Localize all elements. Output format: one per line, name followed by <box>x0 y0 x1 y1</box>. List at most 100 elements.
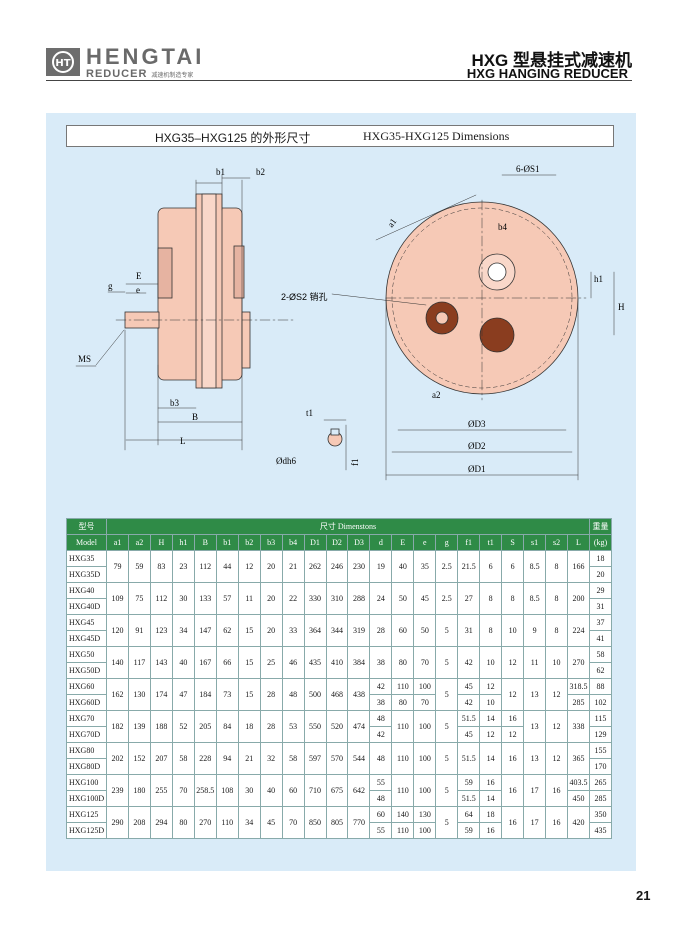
value-cell: 12 <box>545 710 569 743</box>
value-cell: 45 <box>457 726 481 743</box>
weight-cell: 29 <box>588 582 613 599</box>
value-cell: 5 <box>435 710 459 743</box>
value-cell: 45 <box>413 582 437 615</box>
weight-cell: 37 <box>588 614 613 631</box>
value-cell: 48 <box>281 678 305 711</box>
model-cell: HXG70D <box>66 726 107 743</box>
value-cell: 5 <box>435 646 459 679</box>
value-cell: 17 <box>523 806 547 839</box>
column-header: f1 <box>457 534 481 551</box>
value-cell: 2.5 <box>435 582 459 615</box>
value-cell: 21 <box>281 550 305 583</box>
shaft-section <box>323 419 347 471</box>
value-cell: 140 <box>391 806 415 823</box>
value-cell: 48 <box>369 742 393 775</box>
value-cell: 188 <box>149 710 173 743</box>
value-cell: 338 <box>567 710 590 743</box>
value-cell: 60 <box>281 774 305 807</box>
svg-text:HT: HT <box>55 58 70 69</box>
column-header: E <box>391 534 415 551</box>
value-cell: 184 <box>193 678 217 711</box>
value-cell: 330 <box>303 582 327 615</box>
value-cell: 28 <box>259 710 283 743</box>
weight-cell: 20 <box>588 566 613 583</box>
side-view <box>75 174 297 451</box>
section-title-cn: HXG35–HXG125 的外形尺寸 <box>155 131 311 145</box>
value-cell: 108 <box>215 774 239 807</box>
value-cell: 42 <box>369 678 393 695</box>
column-header: b2 <box>237 534 261 551</box>
table-header-row-1: 型号 尺寸 Dimenstons 重量 <box>66 518 613 535</box>
value-cell: 80 <box>171 806 195 839</box>
value-cell: 162 <box>106 678 129 711</box>
value-cell: 675 <box>325 774 349 807</box>
value-cell: 364 <box>303 614 327 647</box>
value-cell: 288 <box>347 582 371 615</box>
value-cell: 12 <box>545 678 569 711</box>
model-cell: HXG35 <box>66 550 107 567</box>
value-cell: 17 <box>523 774 547 807</box>
value-cell: 11 <box>523 646 547 679</box>
model-cell: HXG50D <box>66 662 107 679</box>
value-cell: 110 <box>391 678 415 695</box>
value-cell: 51.5 <box>457 742 481 775</box>
value-cell: 52 <box>171 710 195 743</box>
value-cell: 38 <box>369 694 393 711</box>
model-cell: HXG45 <box>66 614 107 631</box>
value-cell: 5 <box>435 742 459 775</box>
value-cell: 21 <box>237 742 261 775</box>
value-cell: 6 <box>479 550 503 583</box>
value-cell: 174 <box>149 678 173 711</box>
value-cell: 5 <box>435 774 459 807</box>
label-6-S1: 6-ØS1 <box>516 164 540 174</box>
header-weight-unit: (kg) <box>588 534 613 551</box>
weight-cell: 102 <box>588 694 613 711</box>
value-cell: 8 <box>479 582 503 615</box>
value-cell: 28 <box>259 678 283 711</box>
column-header: d <box>369 534 393 551</box>
weight-cell: 18 <box>588 550 613 567</box>
model-cell: HXG50 <box>66 646 107 663</box>
value-cell: 262 <box>303 550 327 583</box>
value-cell: 16 <box>501 806 525 839</box>
value-cell: 24 <box>369 582 393 615</box>
column-header: b1 <box>215 534 239 551</box>
value-cell: 112 <box>193 550 217 583</box>
value-cell: 403.5 <box>567 774 590 791</box>
value-cell: 180 <box>127 774 151 807</box>
value-cell: 70 <box>281 806 305 839</box>
value-cell: 270 <box>567 646 590 679</box>
section-title-en: HXG35-HXG125 Dimensions <box>363 129 510 143</box>
column-header: a1 <box>106 534 129 551</box>
value-cell: 51.5 <box>457 710 481 727</box>
value-cell: 16 <box>501 742 525 775</box>
label-a2: a2 <box>432 390 441 400</box>
value-cell: 450 <box>567 790 590 807</box>
value-cell: 91 <box>127 614 151 647</box>
value-cell: 45 <box>259 806 283 839</box>
value-cell: 344 <box>325 614 349 647</box>
value-cell: 597 <box>303 742 327 775</box>
value-cell: 14 <box>479 710 503 727</box>
value-cell: 48 <box>369 710 393 727</box>
value-cell: 10 <box>501 614 525 647</box>
column-header: b3 <box>259 534 283 551</box>
value-cell: 58 <box>281 742 305 775</box>
value-cell: 70 <box>171 774 195 807</box>
value-cell: 62 <box>215 614 239 647</box>
value-cell: 75 <box>127 582 151 615</box>
value-cell: 22 <box>281 582 305 615</box>
value-cell: 110 <box>391 710 415 743</box>
model-cell: HXG80D <box>66 758 107 775</box>
value-cell: 33 <box>281 614 305 647</box>
value-cell: 207 <box>149 742 173 775</box>
value-cell: 5 <box>435 614 459 647</box>
value-cell: 109 <box>106 582 129 615</box>
column-header: e <box>413 534 437 551</box>
value-cell: 200 <box>567 582 590 615</box>
